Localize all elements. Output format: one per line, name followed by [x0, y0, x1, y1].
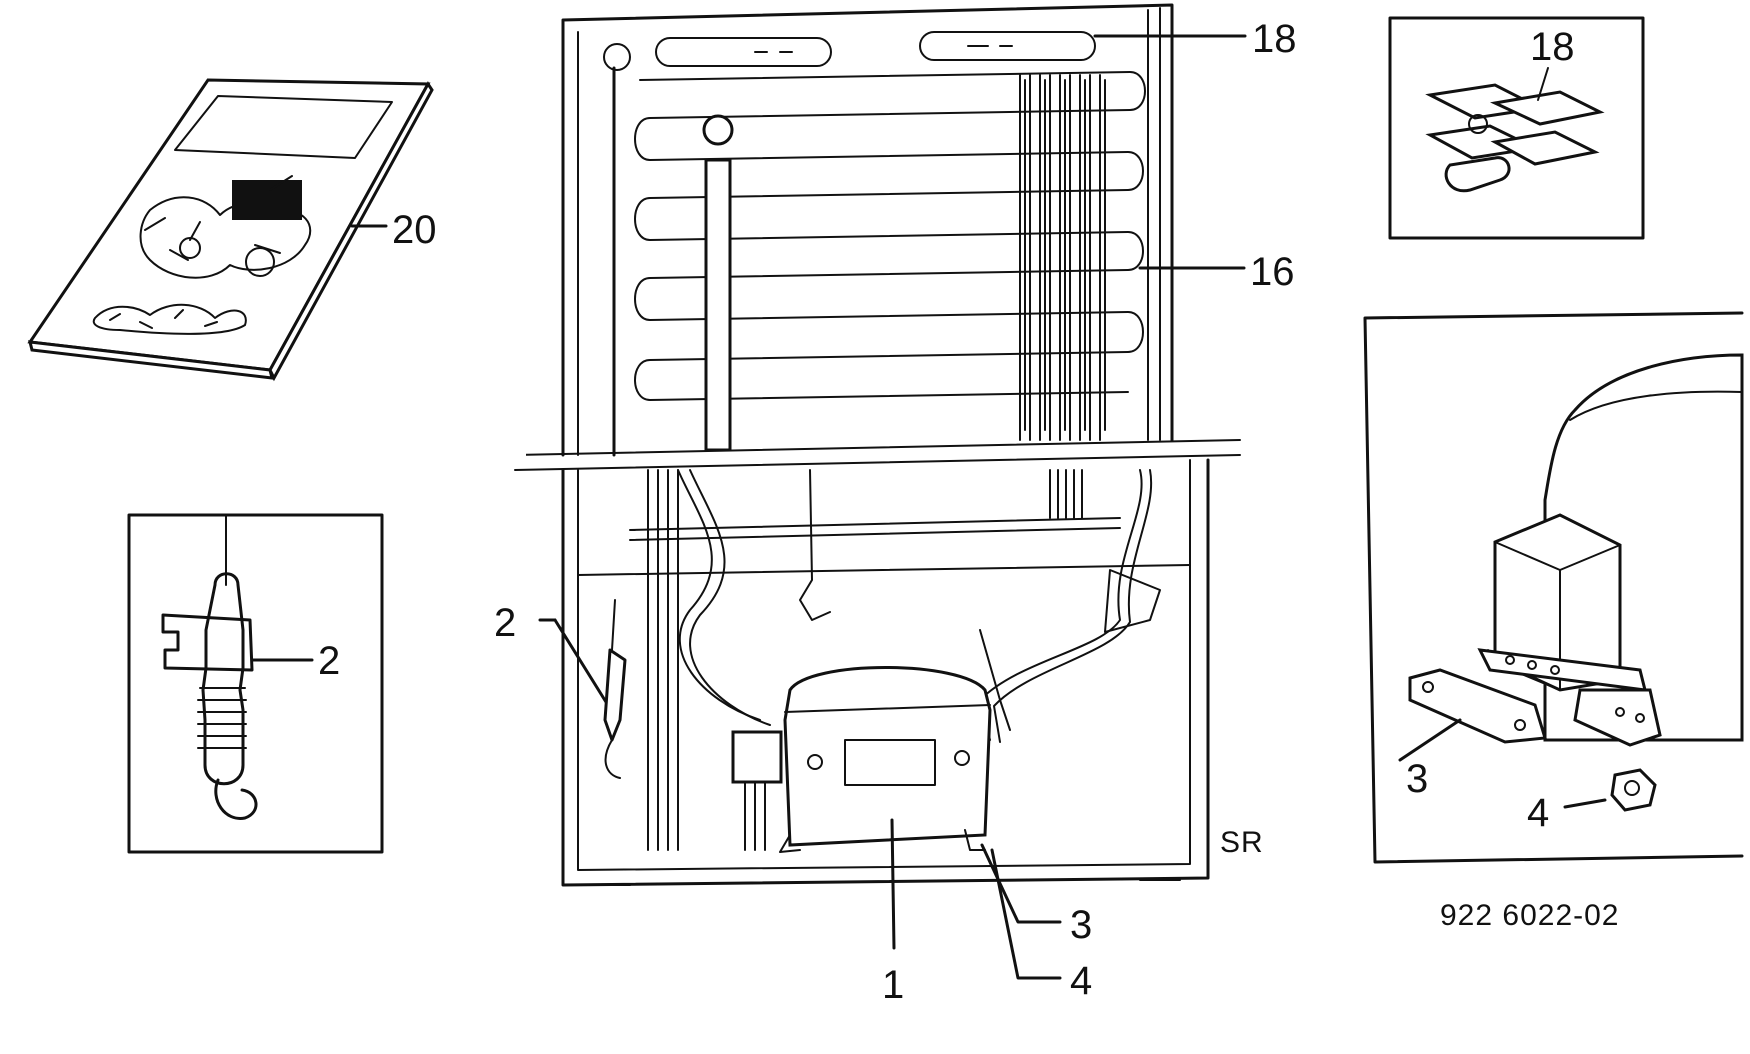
callout-18-main: 18 — [1252, 17, 1297, 61]
callout-3-main: 3 — [1070, 903, 1092, 947]
refrigerator-rear-view: 2 18 16 SR 1 3 4 — [494, 3, 1297, 1007]
callout-3-detail: 3 — [1406, 757, 1428, 801]
sr-mark: SR — [1220, 826, 1264, 859]
callout-4-detail: 4 — [1527, 791, 1549, 835]
callout-2-detail: 2 — [318, 639, 340, 683]
callout-18-detail: 18 — [1530, 25, 1575, 69]
compressor-detail-box: 3 4 — [1363, 311, 1744, 864]
condenser-coil — [634, 71, 1146, 441]
clip-detail-box: 18 — [1388, 16, 1645, 240]
callout-2-main: 2 — [494, 601, 516, 645]
condenser-wires — [1019, 74, 1106, 441]
callout-4-main: 4 — [1070, 959, 1092, 1003]
compressor — [779, 629, 1011, 853]
callout-20: 20 — [392, 208, 437, 252]
thermostat-detail-box: 2 — [127, 513, 384, 854]
part-code: 922 6022-02 — [1440, 899, 1620, 932]
callout-1: 1 — [882, 963, 904, 1007]
callout-16: 16 — [1250, 250, 1295, 294]
instruction-manual: 20 — [27, 78, 437, 382]
manual-illustration — [92, 175, 312, 335]
